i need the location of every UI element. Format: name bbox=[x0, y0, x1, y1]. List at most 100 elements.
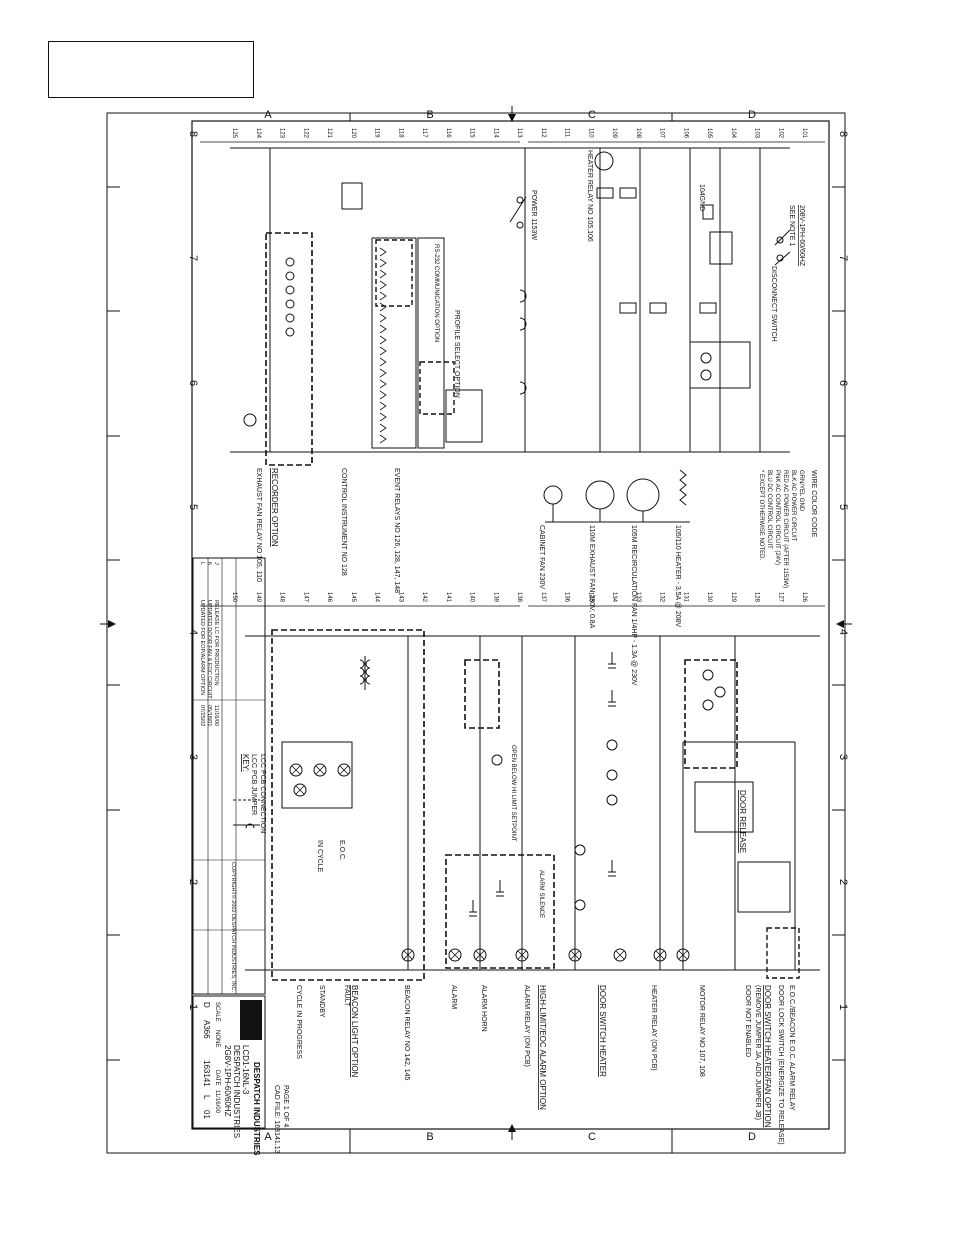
rung-number: 149 bbox=[255, 592, 261, 603]
rung-number: 143 bbox=[397, 592, 403, 603]
rev-number: 01 bbox=[202, 1110, 211, 1119]
alarm-relay-label: ALARM RELAY (ON PCB) bbox=[523, 985, 530, 1067]
lamp-cross bbox=[291, 765, 301, 775]
key-title: KEY: bbox=[241, 754, 250, 772]
cycle-label: CYCLE IN PROGRESS bbox=[295, 985, 302, 1059]
grid-letter: A bbox=[264, 1131, 272, 1143]
door-switch-fan-option-box bbox=[684, 659, 738, 769]
rung-number: 113 bbox=[516, 128, 522, 138]
rung-number: 136 bbox=[564, 592, 570, 603]
connector-pin bbox=[379, 401, 387, 411]
supply-label: 208V-1PH-60/60HZ bbox=[798, 205, 805, 267]
terminal-screw bbox=[285, 327, 295, 337]
terminal-screw bbox=[285, 271, 295, 281]
recorder-option-box bbox=[265, 232, 313, 466]
rung-number: 124 bbox=[255, 128, 261, 139]
connector-pin bbox=[379, 313, 387, 323]
disconnect-terminal-block bbox=[709, 231, 733, 265]
door-lock-box bbox=[737, 861, 791, 913]
fuse bbox=[699, 302, 717, 314]
copyright: COPYRIGHT© 2002 DESPATCH INDUSTRIES, INC… bbox=[230, 862, 237, 993]
rung-number: 109 bbox=[611, 128, 617, 139]
power-rails bbox=[230, 147, 790, 453]
wire-color-line: * EXCEPT OTHERWISE NOTED. bbox=[758, 470, 764, 560]
door-switch-option-label: DOOR SWITCH HEATER/FAN OPTION bbox=[763, 985, 772, 1128]
blank-label-box bbox=[48, 41, 254, 98]
grid-number: 3 bbox=[837, 754, 849, 760]
communication-option-box bbox=[375, 239, 413, 307]
grid-letter: A bbox=[264, 109, 272, 121]
rung-number: 117 bbox=[421, 128, 427, 138]
grid-number: 7 bbox=[187, 255, 199, 261]
beacon-lamp-board bbox=[281, 741, 353, 809]
indicator-lamp bbox=[401, 948, 415, 962]
lcc-connection-circle bbox=[606, 794, 618, 806]
indicator-lamp bbox=[515, 948, 529, 962]
rung-number: 135 bbox=[587, 592, 593, 603]
fuse bbox=[619, 187, 637, 199]
part-number: A366 bbox=[202, 1020, 211, 1039]
rung-number: 131 bbox=[682, 592, 688, 603]
rung-number: 102 bbox=[777, 128, 783, 139]
rung-number: 123 bbox=[279, 128, 285, 139]
revision-date: 11/16/00 bbox=[213, 705, 219, 726]
rung-number: 101 bbox=[801, 128, 807, 139]
lcc-connections bbox=[491, 669, 726, 911]
connector-pin bbox=[379, 423, 387, 433]
revision-description: UPDATED DOOR FAN & EOC CIRCUIT bbox=[206, 600, 212, 699]
rung-number: 146 bbox=[326, 592, 332, 603]
rung-number: 142 bbox=[421, 592, 427, 603]
rung-number: 107 bbox=[659, 128, 665, 139]
beacon-relay-label: BEACON RELAY NO 142, 145 bbox=[403, 985, 410, 1081]
fuse bbox=[619, 302, 637, 314]
drawing-title: LCD1-16NL-3 bbox=[241, 1045, 250, 1095]
rung-number: 105 bbox=[706, 128, 712, 139]
alarm-label: ALARM bbox=[450, 985, 457, 1009]
heater-relay-coil bbox=[594, 151, 614, 171]
indicator-lamps bbox=[289, 763, 690, 962]
eoc-alarm-label: E.O.C./BEACON E.O.C. ALARM RELAY bbox=[788, 985, 795, 1111]
rung-number: 128 bbox=[754, 592, 760, 603]
connector-pin bbox=[379, 291, 387, 301]
lamp-cross bbox=[295, 785, 305, 795]
in-cycle-label: IN CYCLE bbox=[316, 840, 323, 873]
terminal-screw bbox=[285, 257, 295, 267]
high-limit-label: HIGH-LIMIT/EOC ALARM OPTION bbox=[538, 985, 547, 1110]
revision-date: 07/25/02 bbox=[199, 705, 205, 726]
relay-contacts bbox=[469, 652, 616, 917]
connector-pin bbox=[379, 280, 387, 290]
exhaust-fan-relay-label: EXHAUST FAN RELAY NO 105, 110 bbox=[255, 468, 262, 582]
wire-color-line: BLK AC POWER CIRCUIT bbox=[790, 470, 796, 542]
wire-color-line: GRN/YEL GND bbox=[798, 470, 804, 512]
grid-letter: B bbox=[426, 1131, 433, 1143]
rung-number: 150 bbox=[231, 592, 237, 603]
terminal-screw bbox=[285, 299, 295, 309]
connector-pin bbox=[379, 258, 387, 268]
transformer bbox=[359, 656, 371, 690]
door-not-enabled-label: DOOR NOT ENABLED bbox=[744, 985, 751, 1057]
door-release-box bbox=[694, 781, 754, 833]
drawing-company: DESPATCH INDUSTRIES bbox=[232, 1045, 241, 1138]
lamp-cross bbox=[678, 950, 688, 960]
fuse bbox=[649, 302, 667, 314]
relay-terminals bbox=[379, 247, 387, 444]
date-label: DATE bbox=[214, 1070, 220, 1086]
revision-description: RELEASE LC FOR PRODUCTION bbox=[213, 600, 219, 686]
supply-note: SEE NOTE 1 bbox=[788, 205, 795, 246]
inductor-loop bbox=[519, 317, 527, 331]
grid-letter: D bbox=[748, 109, 756, 121]
zone-ticks bbox=[107, 113, 845, 1153]
wire-color-line: BLU DC CONTROL CIRCUIT bbox=[766, 470, 772, 549]
line-terminal bbox=[341, 182, 363, 210]
indicator-lamp bbox=[313, 763, 327, 777]
connector-pin bbox=[379, 335, 387, 345]
door-lock-label: DOOR LOCK SWITCH (ENERGIZE TO RELEASE) bbox=[777, 985, 784, 1145]
rung-number: 125 bbox=[231, 128, 237, 139]
cabinet-fan-label: CABINET FAN 230V bbox=[538, 525, 545, 589]
rung-number: 132 bbox=[659, 592, 665, 603]
grid-letter: C bbox=[588, 1131, 596, 1143]
grid-number: 7 bbox=[837, 255, 849, 261]
door-switch-sub-label: (REMOVE JUMPER JA, ADD JUMPER JB) bbox=[754, 985, 761, 1120]
